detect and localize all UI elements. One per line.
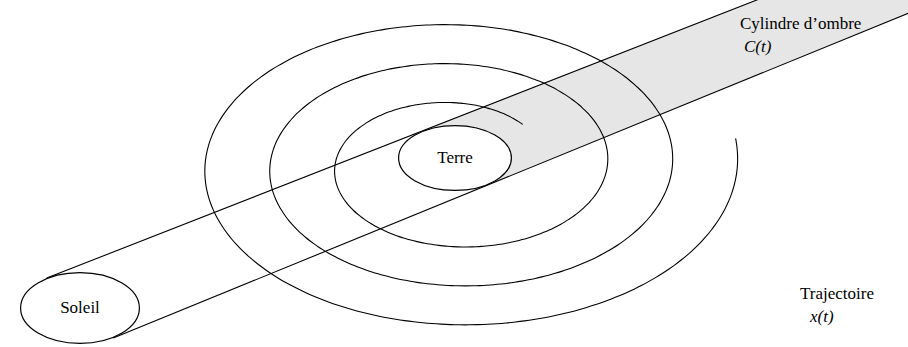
body-name: Terre (437, 148, 473, 168)
trajectory-symbol: x(t) (810, 307, 834, 327)
region-symbol: C(t) (744, 37, 771, 57)
trajectory-label: Trajectoire (800, 284, 874, 304)
region-label: Cylindre d’ombre (740, 14, 861, 34)
celestial-body: Soleil (20, 272, 140, 344)
cylinder-edge (113, 0, 908, 338)
body-name: Soleil (60, 298, 100, 318)
celestial-body: Terre (398, 125, 512, 191)
trajectory-spiral (205, 25, 738, 325)
sun-ellipse (21, 273, 140, 344)
earth-ellipse (399, 126, 512, 191)
cylinder-edge (47, 0, 908, 278)
